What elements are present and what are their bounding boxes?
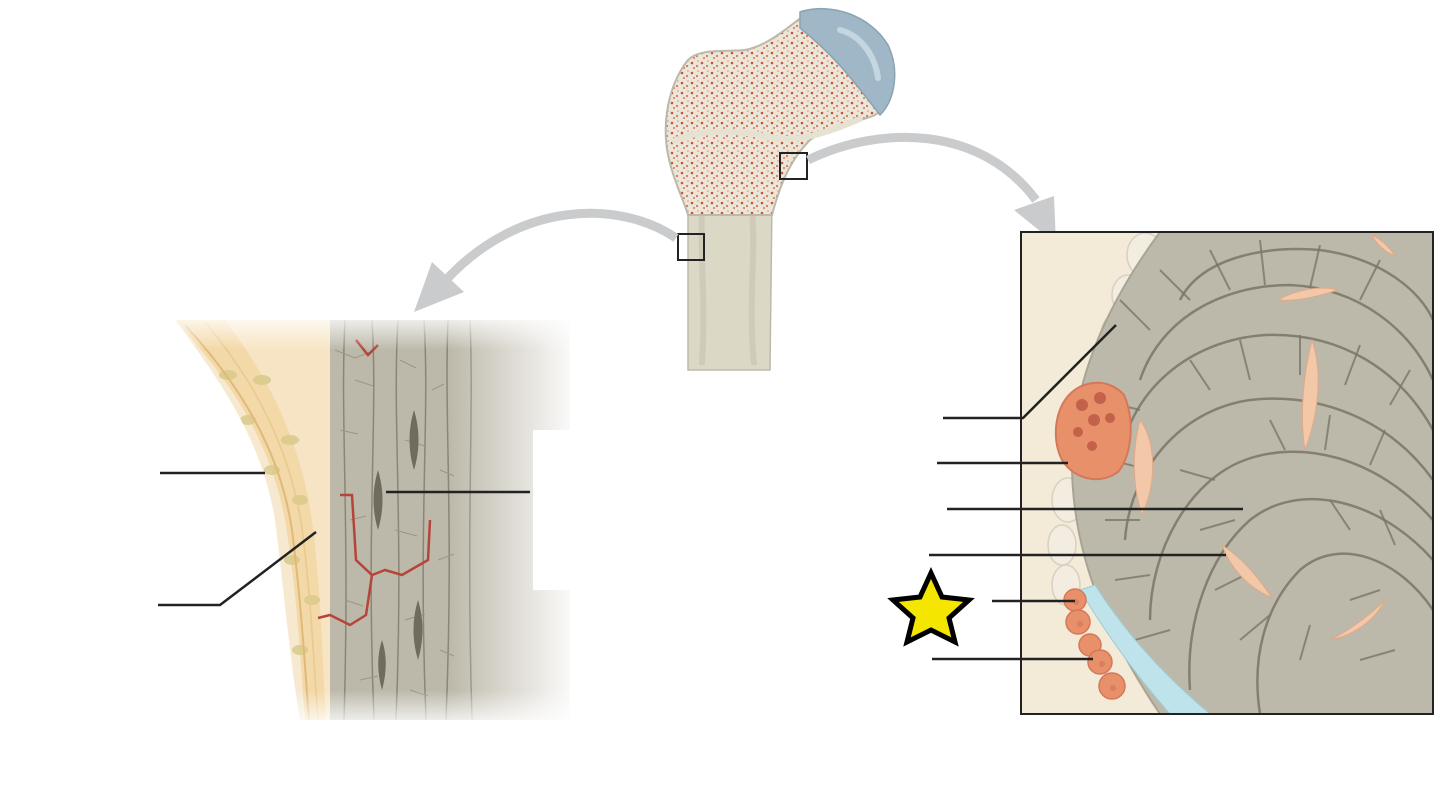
zoom-arrows [414,132,1056,312]
trabecula [1070,232,1433,714]
compact-sample-box [677,233,705,261]
spongy-bone-detail [1021,232,1433,714]
leader-left-2 [158,531,317,607]
femur-head-neck [664,13,892,216]
compact-label-gap [533,430,583,590]
arrow-to-compact-head [414,262,464,312]
arrow-to-spongy [806,132,1040,203]
right-leader-lines [929,324,1243,661]
osteoclast [1054,381,1132,481]
osteocyte-lacunae [373,410,423,690]
star-marker-icon [887,566,975,647]
spongy-sample-box [779,152,808,180]
cartilage-highlight [837,27,881,81]
articular-cartilage [799,8,896,117]
leader-right-1 [943,324,1117,420]
arrow-to-compact [442,208,679,284]
spongy-detail-frame [1020,231,1434,715]
left-leader-lines [158,471,530,607]
femur-illustration [664,8,896,371]
periosteum-inner [225,320,330,720]
epiphyseal-line [670,115,864,145]
femur-shaft-highlight [698,209,757,366]
marrow-spaces [1133,233,1397,641]
compact-bone-detail [175,320,570,720]
